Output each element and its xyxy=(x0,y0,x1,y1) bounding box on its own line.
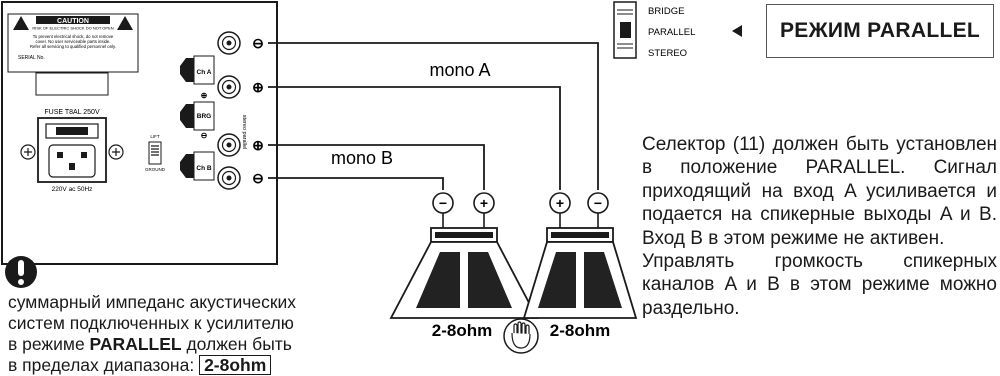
note-line-1: суммарный импеданс акустических xyxy=(8,292,297,312)
selector-option-parallel: PARALLEL xyxy=(648,27,695,38)
ch-a-label: Ch A xyxy=(197,69,212,76)
mode-description: Селектор (11) должен быть установлен в п… xyxy=(642,133,997,320)
svg-text:+: + xyxy=(556,195,564,211)
power-socket xyxy=(20,117,124,183)
binding-post-a-plus xyxy=(217,75,241,99)
caution-title: CAUTION xyxy=(57,18,89,25)
svg-text:+: + xyxy=(480,195,488,211)
caution-notice-line: To prevent electrical shock, do not remo… xyxy=(33,34,114,39)
caution-notice-line: cover. No user serviceable parts inside. xyxy=(36,39,111,44)
svg-text:−: − xyxy=(594,195,602,211)
post-a-minus-mark: ⊖ xyxy=(252,35,264,51)
post-b-minus-mark: ⊖ xyxy=(252,170,264,186)
wiring-diagram: CAUTION RISK OF ELECTRIC SHOCK DO NOT OP… xyxy=(1,1,742,354)
channel-b-connector: Ch B xyxy=(180,151,215,181)
mode-title: РЕЖИМ PARALLEL xyxy=(779,19,981,42)
svg-text:−: − xyxy=(439,195,447,211)
mono-b-label: mono B xyxy=(331,148,393,168)
description-paragraph-1: Селектор (11) должен быть установлен в п… xyxy=(642,134,997,249)
selector-option-bridge: BRIDGE xyxy=(648,6,684,17)
binding-post-b-minus xyxy=(217,166,241,190)
post-a-plus-mark: ⊕ xyxy=(252,79,264,95)
speaker-2-icon xyxy=(522,227,638,319)
speaker-2-plus-terminal: + xyxy=(549,192,571,214)
lift-ground-switch: LIFT GROUND xyxy=(145,134,166,172)
selector-option-stereo: STEREO xyxy=(648,48,687,59)
caution-subtitle: RISK OF ELECTRIC SHOCK DO NOT OPEN xyxy=(32,26,113,31)
mode-selector: BRIDGE PARALLEL STEREO xyxy=(613,1,742,59)
ch-b-label: Ch B xyxy=(196,165,211,172)
mono-a-label: mono A xyxy=(429,60,490,80)
note-line-3: в режиме PARALLEL должен быть xyxy=(8,334,292,354)
stereo-parallel-label: stereo parallel xyxy=(241,115,247,150)
exclamation-icon xyxy=(5,256,37,288)
impedance-note: суммарный импеданс акустических систем п… xyxy=(8,292,348,376)
brg-label: BRG xyxy=(197,113,211,120)
description-paragraph-2: Управлять громкость спикерных каналов A … xyxy=(642,251,997,319)
speaker-1-minus-terminal: − xyxy=(432,192,454,214)
note-line-2: систем подключенных к усилителю xyxy=(8,313,294,333)
speaker-2-impedance: 2-8ohm xyxy=(550,321,610,340)
bridge-connector: ⊕ BRG ⊖ xyxy=(180,91,215,140)
selector-pointer-icon xyxy=(732,25,742,37)
impedance-range-box: 2-8ohm xyxy=(199,355,272,375)
fuse-label: FUSE T8AL 250V xyxy=(44,109,100,116)
svg-text:GROUND: GROUND xyxy=(145,167,166,172)
speaker-wires xyxy=(268,42,599,190)
serial-box xyxy=(35,72,109,96)
hand-pointer-icon xyxy=(503,318,539,354)
amplifier-back-panel: CAUTION RISK OF ELECTRIC SHOCK DO NOT OP… xyxy=(1,1,278,265)
speaker-2-minus-terminal: − xyxy=(587,192,609,214)
parallel-emphasis: PARALLEL xyxy=(89,334,182,354)
svg-text:⊖: ⊖ xyxy=(201,131,208,140)
caution-label: CAUTION RISK OF ELECTRIC SHOCK DO NOT OP… xyxy=(7,13,139,73)
mode-title-box: РЕЖИМ PARALLEL xyxy=(766,4,994,58)
serial-label: SERIAL No. xyxy=(18,55,45,61)
post-b-plus-mark: ⊕ xyxy=(252,137,264,153)
svg-text:⊕: ⊕ xyxy=(201,91,208,100)
voltage-label: 220V ac 50Hz xyxy=(52,186,93,193)
svg-text:LIFT: LIFT xyxy=(150,134,160,139)
speaker-1-plus-terminal: + xyxy=(473,192,495,214)
speaker-1-impedance: 2-8ohm xyxy=(432,321,492,340)
note-line-4: в пределах диапазона: 2-8ohm xyxy=(8,355,348,376)
binding-post-a-minus xyxy=(217,31,241,55)
caution-notice-line: Refer all servicing to qualified personn… xyxy=(30,44,116,49)
channel-a-connector: Ch A xyxy=(180,55,215,85)
binding-post-b-plus xyxy=(217,133,241,157)
speaker-1-icon xyxy=(389,227,539,319)
